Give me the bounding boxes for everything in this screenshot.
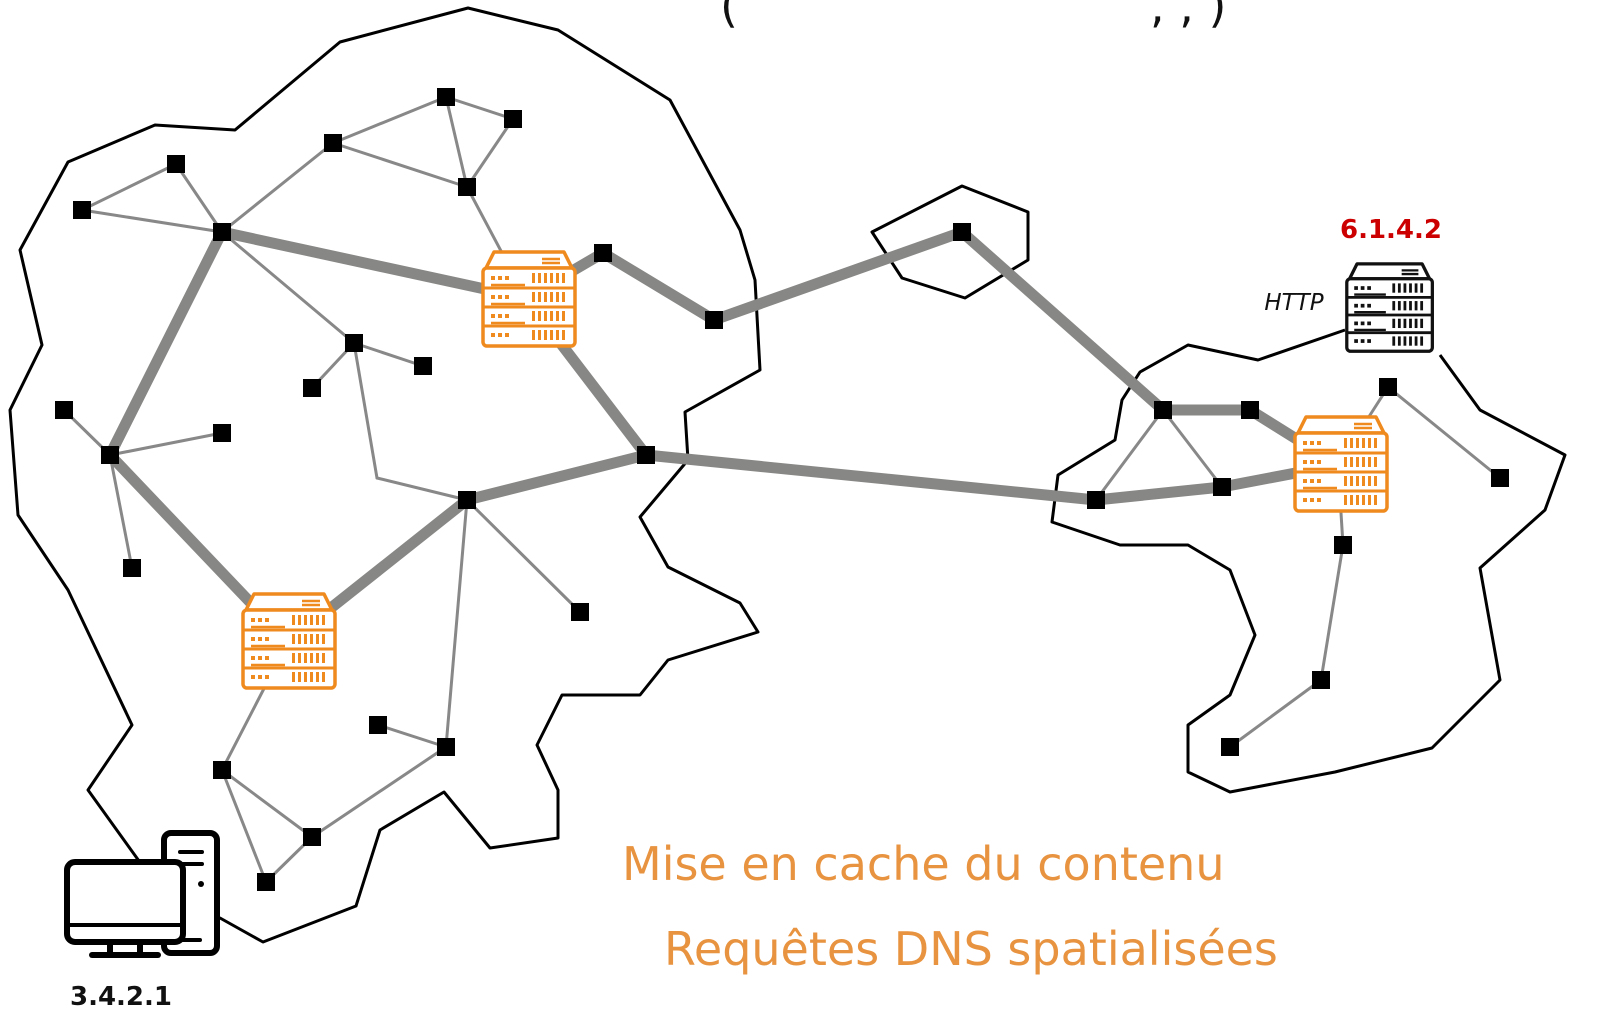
link bbox=[108, 453, 134, 570]
link bbox=[376, 723, 448, 749]
link bbox=[1386, 385, 1502, 480]
router-node bbox=[414, 357, 432, 375]
router-node bbox=[1087, 491, 1105, 509]
router-node bbox=[55, 401, 73, 419]
link bbox=[220, 768, 314, 839]
middle-network-boundary bbox=[870, 184, 1030, 300]
link bbox=[331, 95, 448, 145]
right-network-boundary bbox=[1050, 328, 1567, 794]
desktop-computer-icon bbox=[64, 830, 220, 958]
left-network-boundary bbox=[8, 6, 762, 944]
link bbox=[80, 162, 178, 212]
link bbox=[465, 498, 582, 614]
link bbox=[352, 341, 379, 480]
link bbox=[375, 476, 469, 502]
link bbox=[352, 341, 425, 368]
router-node bbox=[571, 603, 589, 621]
link bbox=[1319, 543, 1345, 682]
router-node bbox=[594, 244, 612, 262]
link bbox=[465, 117, 515, 189]
backbone-link bbox=[708, 226, 968, 326]
router-node bbox=[303, 379, 321, 397]
thin-links bbox=[62, 95, 1502, 884]
link bbox=[80, 208, 224, 234]
monitor bbox=[64, 859, 186, 945]
client-address-label: 3.4.2.1 bbox=[70, 982, 172, 1012]
router-node bbox=[369, 716, 387, 734]
cache-server-icon bbox=[241, 592, 337, 690]
backbone-link bbox=[1090, 481, 1228, 506]
router-node bbox=[1379, 378, 1397, 396]
router-node bbox=[73, 201, 91, 219]
router-node bbox=[345, 334, 363, 352]
origin-server-icon bbox=[1345, 262, 1434, 353]
protocol-label: HTTP bbox=[1264, 290, 1323, 316]
backbone-link bbox=[461, 449, 652, 506]
caption-content-caching: Mise en cache du contenu bbox=[622, 837, 1225, 891]
router-node bbox=[705, 311, 723, 329]
link bbox=[331, 141, 469, 189]
caption-spatialized-dns: Requêtes DNS spatialisées bbox=[664, 922, 1278, 976]
router-node bbox=[101, 446, 119, 464]
router-node bbox=[637, 446, 655, 464]
router-node bbox=[324, 134, 342, 152]
link bbox=[1228, 678, 1323, 749]
backbone-link bbox=[956, 226, 1169, 416]
router-node bbox=[123, 559, 141, 577]
link bbox=[1094, 408, 1165, 502]
router-nodes bbox=[55, 88, 1509, 891]
network-boundaries bbox=[8, 6, 1567, 944]
link bbox=[444, 95, 469, 189]
router-node bbox=[437, 738, 455, 756]
router-node bbox=[1241, 401, 1259, 419]
router-node bbox=[1491, 469, 1509, 487]
router-node bbox=[303, 828, 321, 846]
router-node bbox=[1213, 478, 1231, 496]
link bbox=[310, 745, 448, 839]
router-node bbox=[167, 155, 185, 173]
router-node bbox=[213, 424, 231, 442]
link bbox=[220, 141, 335, 234]
header-fragment-left: ( bbox=[720, 0, 738, 33]
router-node bbox=[437, 88, 455, 106]
backbone-link bbox=[597, 247, 720, 326]
link bbox=[174, 162, 224, 234]
link bbox=[444, 498, 469, 749]
backbone-link bbox=[104, 226, 228, 461]
router-node bbox=[213, 761, 231, 779]
link bbox=[220, 768, 268, 884]
router-node bbox=[1221, 738, 1239, 756]
backbone-link bbox=[216, 226, 532, 304]
server-address-label: 6.1.4.2 bbox=[1340, 215, 1442, 245]
link bbox=[220, 230, 356, 345]
cache-server-icon bbox=[1293, 415, 1389, 513]
router-node bbox=[458, 178, 476, 196]
cache-server-icon bbox=[481, 250, 577, 348]
link bbox=[444, 95, 515, 121]
backbone-link bbox=[640, 449, 1102, 506]
router-node bbox=[458, 491, 476, 509]
header-fragment-right: , , ) bbox=[1150, 0, 1226, 33]
router-node bbox=[504, 110, 522, 128]
router-node bbox=[1312, 671, 1330, 689]
router-node bbox=[1334, 536, 1352, 554]
router-node bbox=[1154, 401, 1172, 419]
router-node bbox=[953, 223, 971, 241]
link bbox=[108, 431, 224, 457]
router-node bbox=[213, 223, 231, 241]
router-node bbox=[257, 873, 275, 891]
link bbox=[1161, 408, 1224, 489]
